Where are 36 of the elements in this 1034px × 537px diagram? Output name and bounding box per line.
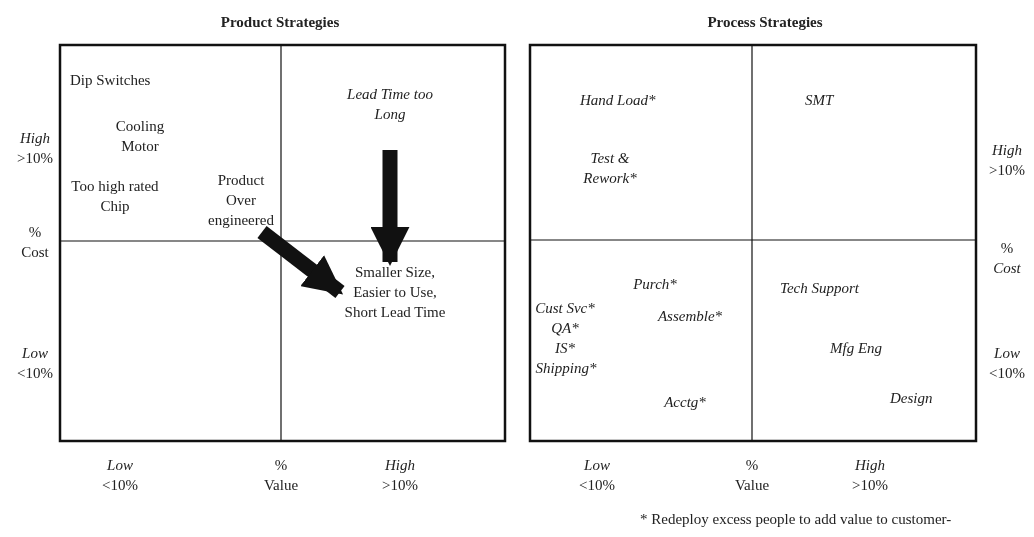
item-label: Assemble* <box>656 307 724 326</box>
arrow <box>370 150 410 266</box>
footnote: * Redeploy excess people to add value to customer- <box>640 510 953 529</box>
axis-label: High >10% <box>381 456 419 495</box>
item-label: Acctg* <box>662 393 707 412</box>
item-label: Purch* <box>632 275 678 294</box>
arrow <box>257 226 345 298</box>
quadrant-text: Smaller Size, Easier to Use, Short Lead Time <box>340 262 450 322</box>
item-label: Dip Switches <box>70 71 152 90</box>
axis-label: High >10% <box>851 456 889 495</box>
axis-label: Low <10% <box>16 344 54 383</box>
axis-label: % Value <box>733 456 771 495</box>
item-label: Mfg Eng <box>830 339 884 358</box>
panel-title: Product Strategies <box>219 13 341 32</box>
axis-label: Low <10% <box>101 456 139 495</box>
panel-title: Process Strategies <box>706 13 824 32</box>
quadrant-text: Product Over engineered <box>202 170 280 230</box>
axis-label: High >10% <box>988 141 1026 180</box>
axis-label: Low <10% <box>988 344 1026 383</box>
item-label: IS* <box>554 339 576 358</box>
item-label: Design <box>890 389 934 408</box>
item-label: Cust Svc* <box>534 299 596 318</box>
axis-label: Low <10% <box>578 456 616 495</box>
axis-label: % Value <box>262 456 300 495</box>
item-label: SMT <box>805 91 835 110</box>
item-label: QA* <box>550 319 580 338</box>
item-label: Tech Support <box>780 279 861 298</box>
item-label: Cooling Motor <box>114 117 166 156</box>
item-label: Shipping* <box>534 359 598 378</box>
quadrant-text: Lead Time too Long <box>340 84 440 124</box>
axis-label: % Cost <box>992 239 1022 278</box>
item-label: Hand Load* <box>580 91 657 110</box>
axis-label: High >10% <box>16 129 54 168</box>
item-label: Test & Rework* <box>582 149 638 188</box>
axis-label: % Cost <box>20 223 50 262</box>
item-label: Too high rated Chip <box>70 177 160 216</box>
